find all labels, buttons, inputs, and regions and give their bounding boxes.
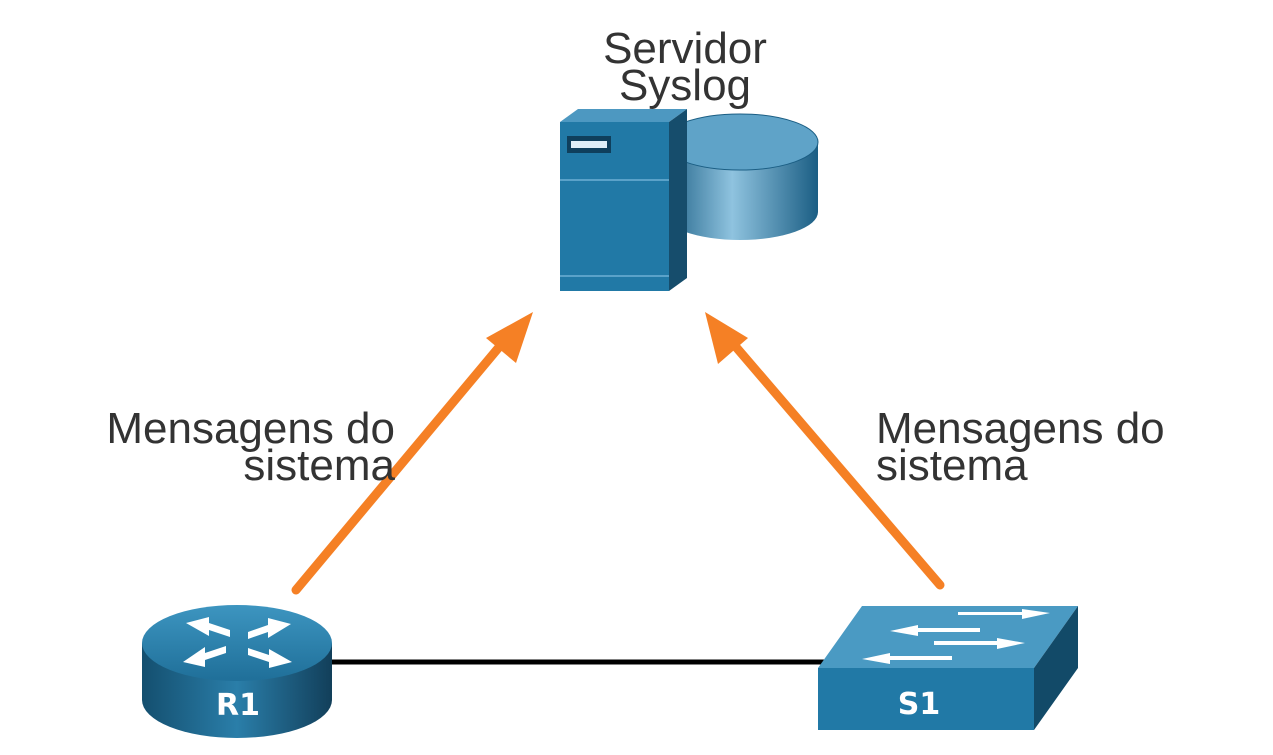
right-msg-line1: Mensagens do xyxy=(876,404,1165,453)
right-msg-line2: sistema xyxy=(876,441,1028,490)
router-r1-icon: R1 xyxy=(142,605,332,738)
storage-disk-icon xyxy=(661,113,819,240)
left-msg-line1: Mensagens do xyxy=(106,404,395,453)
syslog-server-label: Servidor Syslog xyxy=(540,24,830,110)
left-system-messages-label: Mensagens do sistema xyxy=(60,404,395,490)
server-label-line2: Syslog xyxy=(618,61,752,110)
left-message-arrow xyxy=(291,312,533,595)
right-message-arrow xyxy=(705,312,945,590)
switch-s1-icon: S1 xyxy=(818,606,1078,730)
switch-name: S1 xyxy=(898,687,940,722)
right-system-messages-label: Mensagens do sistema xyxy=(876,404,1216,490)
router-name: R1 xyxy=(216,688,260,723)
switch-arrows-icon xyxy=(862,609,1050,664)
server-label-line1: Servidor xyxy=(603,24,767,73)
syslog-server-icon xyxy=(560,109,819,291)
left-msg-line2: sistema xyxy=(243,441,395,490)
router-arrows-icon xyxy=(183,617,292,668)
